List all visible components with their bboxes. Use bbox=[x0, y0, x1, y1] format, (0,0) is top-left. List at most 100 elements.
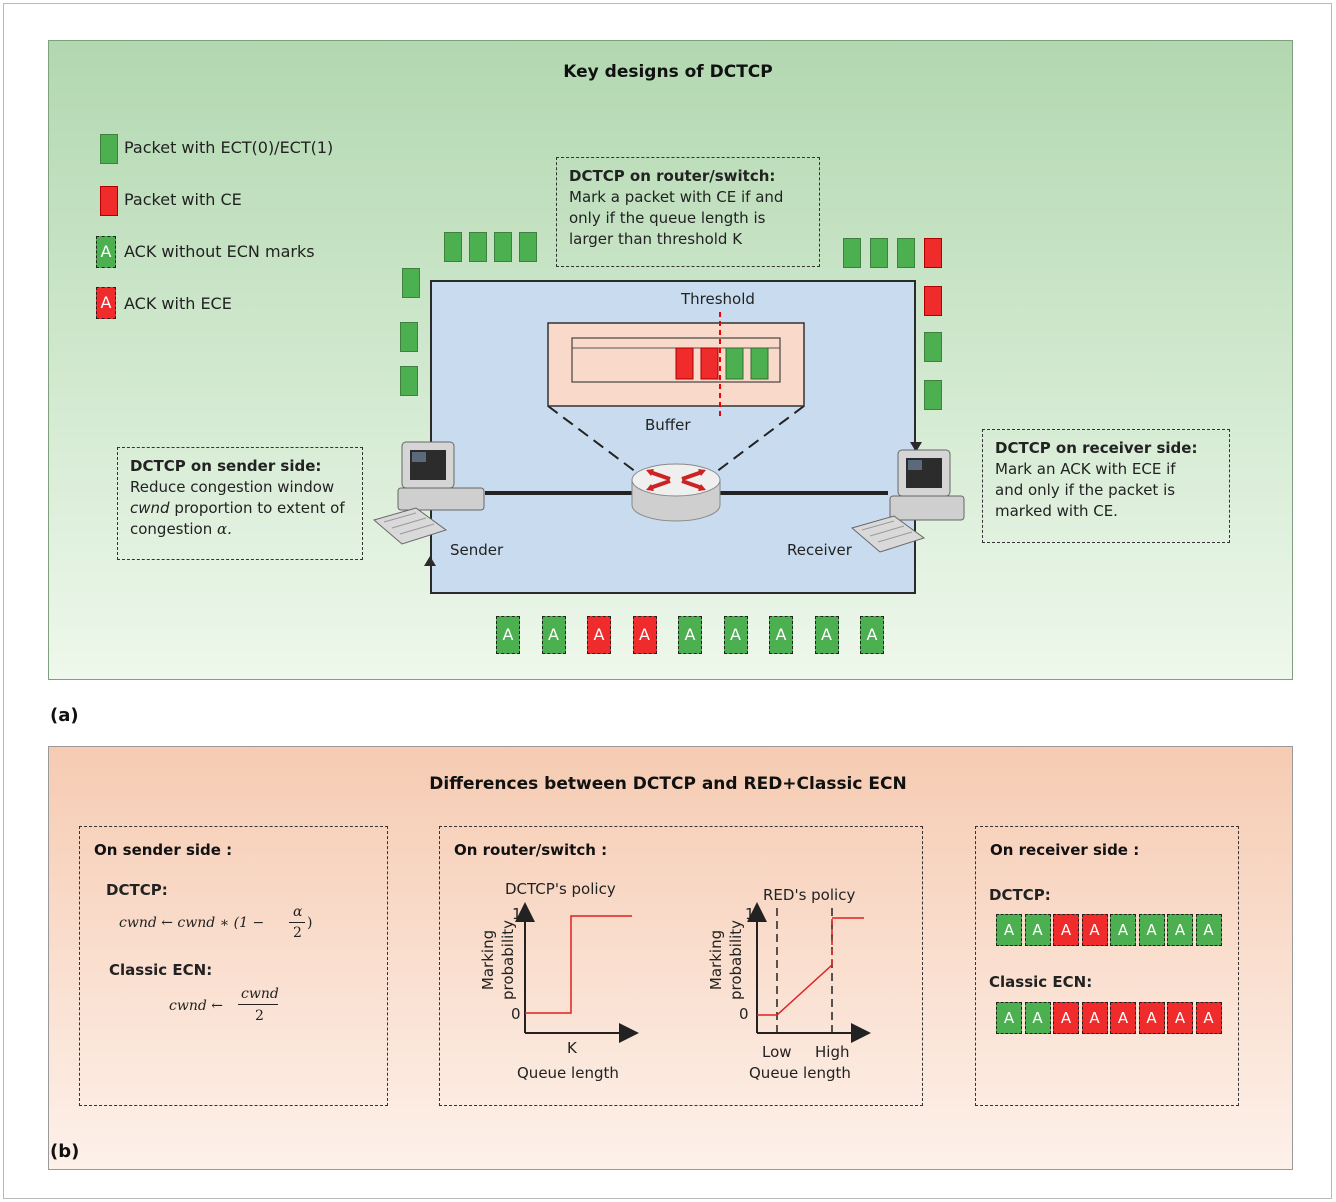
legend-red-ack-icon: A bbox=[96, 287, 116, 319]
buffer-packet-green bbox=[750, 347, 769, 380]
ack-ece-icon: A bbox=[1138, 1002, 1165, 1034]
router-callout-title: DCTCP on router/switch: bbox=[569, 167, 776, 185]
ack-ece-icon: A bbox=[1053, 1002, 1079, 1034]
buffer-queue bbox=[571, 337, 781, 383]
dctcp-y-label: Marking probability bbox=[478, 920, 518, 1000]
buffer-packet-green bbox=[725, 347, 744, 380]
router-side-box: On router/switch : bbox=[439, 826, 923, 1106]
ack-icon: A bbox=[814, 616, 839, 654]
figure-frame bbox=[3, 3, 1332, 1199]
packet-green bbox=[924, 332, 942, 362]
panel-b bbox=[48, 746, 1293, 1170]
legend-label-ect: Packet with ECT(0)/ECT(1) bbox=[124, 138, 334, 157]
ack-icon: A bbox=[496, 616, 520, 654]
dctcp-y-tick-1: 1 bbox=[512, 905, 522, 923]
buffer-label: Buffer bbox=[645, 416, 691, 434]
sender-callout-alpha: α. bbox=[217, 520, 232, 538]
ack-icon: A bbox=[996, 1002, 1022, 1034]
packet-green bbox=[469, 232, 487, 262]
legend-green-ack-icon: A bbox=[96, 236, 116, 268]
sender-callout-line: Reduce congestion window bbox=[130, 478, 335, 496]
router-side-heading: On router/switch : bbox=[454, 841, 608, 859]
fraction-bar bbox=[289, 922, 305, 923]
sender-callout-line: proportion to extent of bbox=[169, 499, 345, 517]
fraction-bar bbox=[238, 1004, 278, 1005]
receiver-callout-line: and only if the packet is bbox=[995, 481, 1176, 499]
router-callout-line: larger than threshold K bbox=[569, 230, 743, 248]
dctcp-policy-curve bbox=[525, 915, 632, 1014]
router-callout-line: Mark a packet with CE if and bbox=[569, 188, 784, 206]
ack-icon: A bbox=[769, 616, 793, 654]
receiver-callout-title: DCTCP on receiver side: bbox=[995, 439, 1198, 457]
dctcp-x-label: Queue length bbox=[517, 1064, 619, 1082]
red-policy-ramp bbox=[757, 964, 833, 1016]
receiver-callout-line: Mark an ACK with ECE if bbox=[995, 460, 1176, 478]
router-callout: DCTCP on router/switch: Mark a packet wi… bbox=[556, 157, 820, 267]
sender-label: Sender bbox=[450, 541, 504, 559]
ack-icon: A bbox=[541, 616, 566, 654]
ack-ece-icon: A bbox=[1110, 1002, 1136, 1034]
panel-a-title: Key designs of DCTCP bbox=[563, 62, 773, 82]
dctcp-cwnd-formula: cwnd ← cwnd ∗ (1 − bbox=[119, 915, 265, 931]
ack-ece-icon: A bbox=[632, 616, 657, 654]
red-y-tick-1: 1 bbox=[745, 905, 755, 923]
packet-green bbox=[402, 268, 420, 298]
ack-icon: A bbox=[1024, 1002, 1051, 1034]
sender-side-box: On sender side : bbox=[79, 826, 388, 1106]
buffer-packet-red bbox=[700, 347, 719, 380]
formula-two: 2 bbox=[255, 1008, 264, 1024]
router-icon bbox=[631, 463, 721, 522]
receiver-side-box: On receiver side : bbox=[975, 826, 1239, 1106]
ack-icon: A bbox=[1110, 914, 1136, 946]
panel-b-tag: (b) bbox=[50, 1141, 80, 1162]
arrow-down-icon bbox=[910, 442, 922, 452]
sender-dctcp-label: DCTCP: bbox=[106, 881, 168, 899]
sender-callout-line: congestion bbox=[130, 520, 217, 538]
sender-side-heading: On sender side : bbox=[94, 841, 233, 859]
legend-label-ack-ece: ACK with ECE bbox=[124, 294, 232, 313]
red-y-tick-0: 0 bbox=[739, 1005, 749, 1023]
receiver-side-heading: On receiver side : bbox=[990, 841, 1140, 859]
arrow-up-icon bbox=[424, 556, 436, 566]
receiver-classic-label: Classic ECN: bbox=[989, 973, 1093, 991]
receiver-label: Receiver bbox=[787, 541, 852, 559]
formula-close-paren: ) bbox=[307, 915, 313, 931]
formula-alpha: α bbox=[293, 904, 303, 920]
dctcp-x-tick-k: K bbox=[567, 1039, 577, 1057]
ack-icon: A bbox=[723, 616, 748, 654]
ack-icon: A bbox=[1138, 914, 1165, 946]
ack-ece-icon: A bbox=[1081, 1002, 1108, 1034]
red-x-tick-high: High bbox=[815, 1043, 850, 1061]
ack-icon: A bbox=[1195, 914, 1222, 946]
red-x-label: Queue length bbox=[749, 1064, 851, 1082]
red-y-label: Marking probability bbox=[706, 920, 746, 1000]
packet-green bbox=[400, 366, 418, 396]
ack-icon: A bbox=[678, 616, 702, 654]
ack-icon: A bbox=[1167, 914, 1193, 946]
packet-red bbox=[924, 286, 942, 316]
dctcp-y-label-line: Marking bbox=[479, 929, 497, 991]
receiver-dctcp-label: DCTCP: bbox=[989, 886, 1051, 904]
packet-green bbox=[400, 322, 418, 352]
ack-ece-icon: A bbox=[587, 616, 611, 654]
ack-ece-icon: A bbox=[1053, 914, 1079, 946]
red-y-label-line: Marking bbox=[707, 929, 725, 991]
red-policy-title: RED's policy bbox=[763, 886, 856, 904]
sender-callout-cwnd: cwnd bbox=[130, 499, 170, 517]
dctcp-y-label-line: probability bbox=[499, 919, 517, 1000]
packet-red bbox=[924, 238, 942, 268]
ack-ece-icon: A bbox=[1195, 1002, 1222, 1034]
receiver-callout: DCTCP on receiver side: Mark an ACK with… bbox=[982, 429, 1230, 543]
red-y-label-line: probability bbox=[727, 919, 745, 1000]
packet-green bbox=[897, 238, 915, 268]
formula-cwnd-num: cwnd bbox=[241, 986, 279, 1002]
ack-ece-icon: A bbox=[1081, 914, 1108, 946]
legend-green-packet-icon bbox=[100, 134, 118, 164]
panel-a-tag: (a) bbox=[50, 705, 79, 726]
formula-two: 2 bbox=[293, 925, 302, 941]
receiver-callout-line: marked with CE. bbox=[995, 502, 1118, 520]
dctcp-y-tick-0: 0 bbox=[511, 1005, 521, 1023]
threshold-label: Threshold bbox=[681, 290, 755, 308]
